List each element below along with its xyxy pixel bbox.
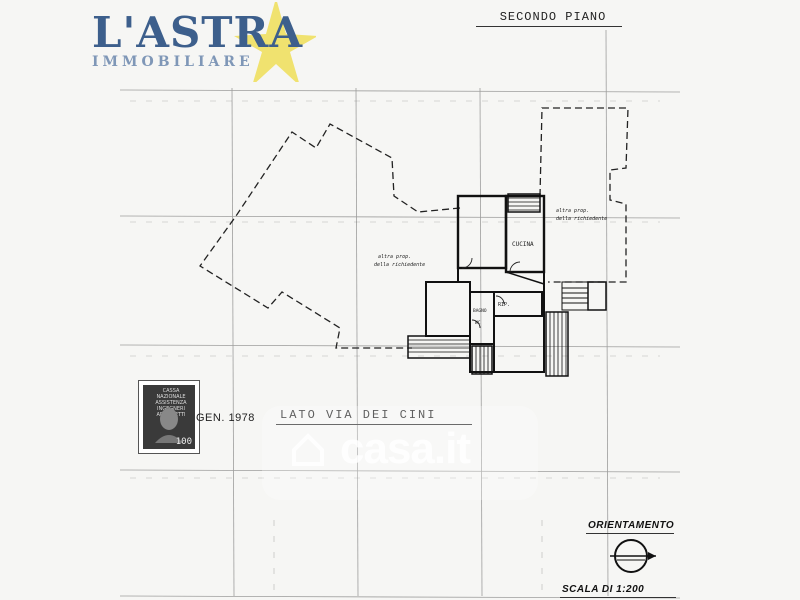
street-underline [276, 424, 472, 425]
stamp-value: 100 [175, 437, 192, 447]
scale-label: SCALA DI 1:200 [562, 584, 645, 595]
note-other-property-right-2: della richiedente [556, 216, 607, 222]
stamp-face: CASSA NAZIONALE ASSISTENZA INGEGNERI ARC… [143, 385, 195, 449]
compass-icon [610, 539, 656, 573]
star-icon [234, 2, 316, 82]
room-label-kitchen: CUCINA [512, 241, 534, 248]
orientation-underline [586, 533, 674, 534]
watermark-panel [262, 406, 538, 500]
adjacent-property-outline-right [539, 107, 629, 283]
floor-title-underline [476, 26, 622, 27]
agency-logo: L'ASTRA IMMOBILIARE [86, 2, 316, 82]
revenue-stamp: CASSA NAZIONALE ASSISTENZA INGEGNERI ARC… [138, 380, 200, 454]
door-swings [461, 257, 521, 329]
floor-title: SECONDO PIANO [499, 10, 607, 24]
note-other-property-left-2: della richiedente [374, 262, 425, 268]
hatched-balconies [407, 193, 569, 377]
logo-wordmark: L'ASTRA [92, 8, 304, 57]
watermark-text: casa.it [340, 424, 471, 473]
apartment-walls [425, 194, 546, 373]
room-label-bath-b: WC [475, 320, 481, 326]
note-other-property-left-1: altra prop. [378, 254, 411, 260]
room-label-bath-a: BAGNO [473, 308, 487, 314]
room-label-storage: RIP. [498, 302, 510, 308]
staircase [561, 281, 607, 311]
scale-underline [560, 597, 676, 598]
street-label: LATO VIA DEI CINI [280, 408, 437, 422]
stamp-date: GEN. 1978 [196, 412, 255, 424]
adjacent-property-outline-left [199, 123, 461, 349]
house-icon [292, 433, 324, 466]
logo-subtitle: IMMOBILIARE [92, 54, 254, 70]
orientation-label: ORIENTAMENTO [588, 520, 675, 531]
note-other-property-right-1: altra prop. [556, 208, 589, 214]
portrait-icon [155, 408, 183, 443]
